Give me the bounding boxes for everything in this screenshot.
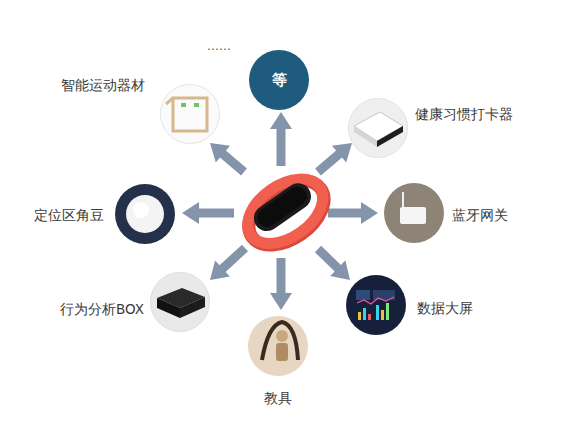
- device-label: 行为分析BOX: [60, 301, 144, 317]
- radiating-arrow: [315, 143, 352, 175]
- radiating-arrow: [315, 246, 350, 280]
- radiating-arrow: [328, 202, 378, 224]
- radiating-arrow: [210, 245, 248, 280]
- smart-band: [236, 166, 336, 258]
- device-label: 数据大屏: [417, 300, 473, 316]
- device-label: 健康习惯打卡器: [415, 106, 513, 122]
- device-label: 智能运动器材: [61, 77, 145, 93]
- device-circle: 智能运动器材: [160, 84, 220, 144]
- radiating-arrow: [210, 143, 247, 175]
- device-label: 定位区角豆: [34, 207, 104, 223]
- radiating-arrow: [270, 112, 292, 166]
- device-circle: 教具: [248, 316, 308, 376]
- radiating-arrow: [182, 202, 234, 224]
- band-screen: [254, 183, 311, 231]
- ellipsis-note: ……: [207, 39, 231, 53]
- device-circle: 蓝牙网关: [384, 183, 444, 243]
- text-circle: 等: [249, 50, 309, 110]
- band-strap-shadow: [237, 168, 336, 259]
- device-circle: 行为分析BOX: [150, 272, 210, 332]
- device-label: 教具: [264, 390, 292, 406]
- device-circle: 定位区角豆: [115, 184, 175, 244]
- arrow-group: [182, 112, 378, 310]
- device-label: 蓝牙网关: [452, 207, 508, 223]
- radiating-arrow: [270, 258, 292, 310]
- device-circle: 健康习惯打卡器: [348, 98, 408, 158]
- device-circle: 数据大屏: [346, 275, 406, 335]
- band-strap: [236, 166, 335, 257]
- band-display: [249, 178, 316, 236]
- circle-text: 等: [272, 71, 287, 89]
